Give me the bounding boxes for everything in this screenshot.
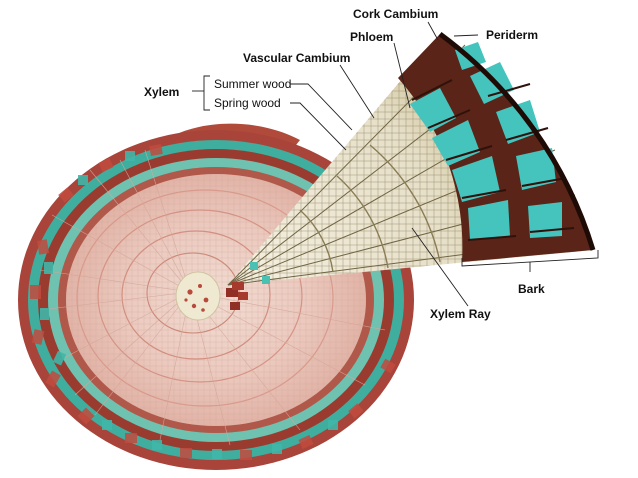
periderm-edge bbox=[438, 31, 596, 251]
outer-band-cells bbox=[30, 144, 396, 460]
leader-lines bbox=[192, 21, 599, 307]
label-spring-wood: Spring wood bbox=[214, 96, 281, 110]
label-periderm: Periderm bbox=[486, 28, 538, 42]
wedge-tip-cells bbox=[232, 282, 248, 300]
growth-ring bbox=[121, 230, 271, 360]
labels: Xylem Summer wood Spring wood Vascular C… bbox=[144, 7, 545, 321]
summer-wood-leader bbox=[290, 83, 353, 131]
xylem-ray-leader bbox=[411, 227, 469, 307]
vascular-cambium-leader bbox=[339, 64, 375, 119]
label-summer-wood: Summer wood bbox=[214, 77, 291, 91]
label-xylem: Xylem bbox=[144, 85, 179, 99]
periderm-leader bbox=[453, 34, 479, 37]
wedge-growth-rings bbox=[299, 144, 441, 273]
cork-cambium-leader bbox=[427, 21, 439, 41]
bark-cell-rows bbox=[411, 79, 575, 241]
label-vascular-cambium: Vascular Cambium bbox=[243, 51, 350, 65]
spring-wood-leader bbox=[290, 102, 347, 151]
pith-cells bbox=[184, 284, 209, 312]
label-bark: Bark bbox=[518, 282, 545, 296]
label-cork-cambium: Cork Cambium bbox=[353, 7, 438, 21]
magnified-wedge bbox=[227, 31, 596, 300]
label-phloem: Phloem bbox=[350, 30, 393, 44]
wedge-tip-teal bbox=[250, 262, 270, 284]
xylem-bracket bbox=[203, 75, 210, 111]
growth-ring bbox=[97, 209, 303, 383]
pith-edge-patches bbox=[226, 288, 240, 310]
label-xylem-ray: Xylem Ray bbox=[430, 307, 491, 321]
pith bbox=[175, 271, 221, 321]
phloem-leader bbox=[393, 42, 411, 109]
outer-band-teal-cells bbox=[40, 151, 338, 459]
growth-ring bbox=[76, 189, 334, 407]
